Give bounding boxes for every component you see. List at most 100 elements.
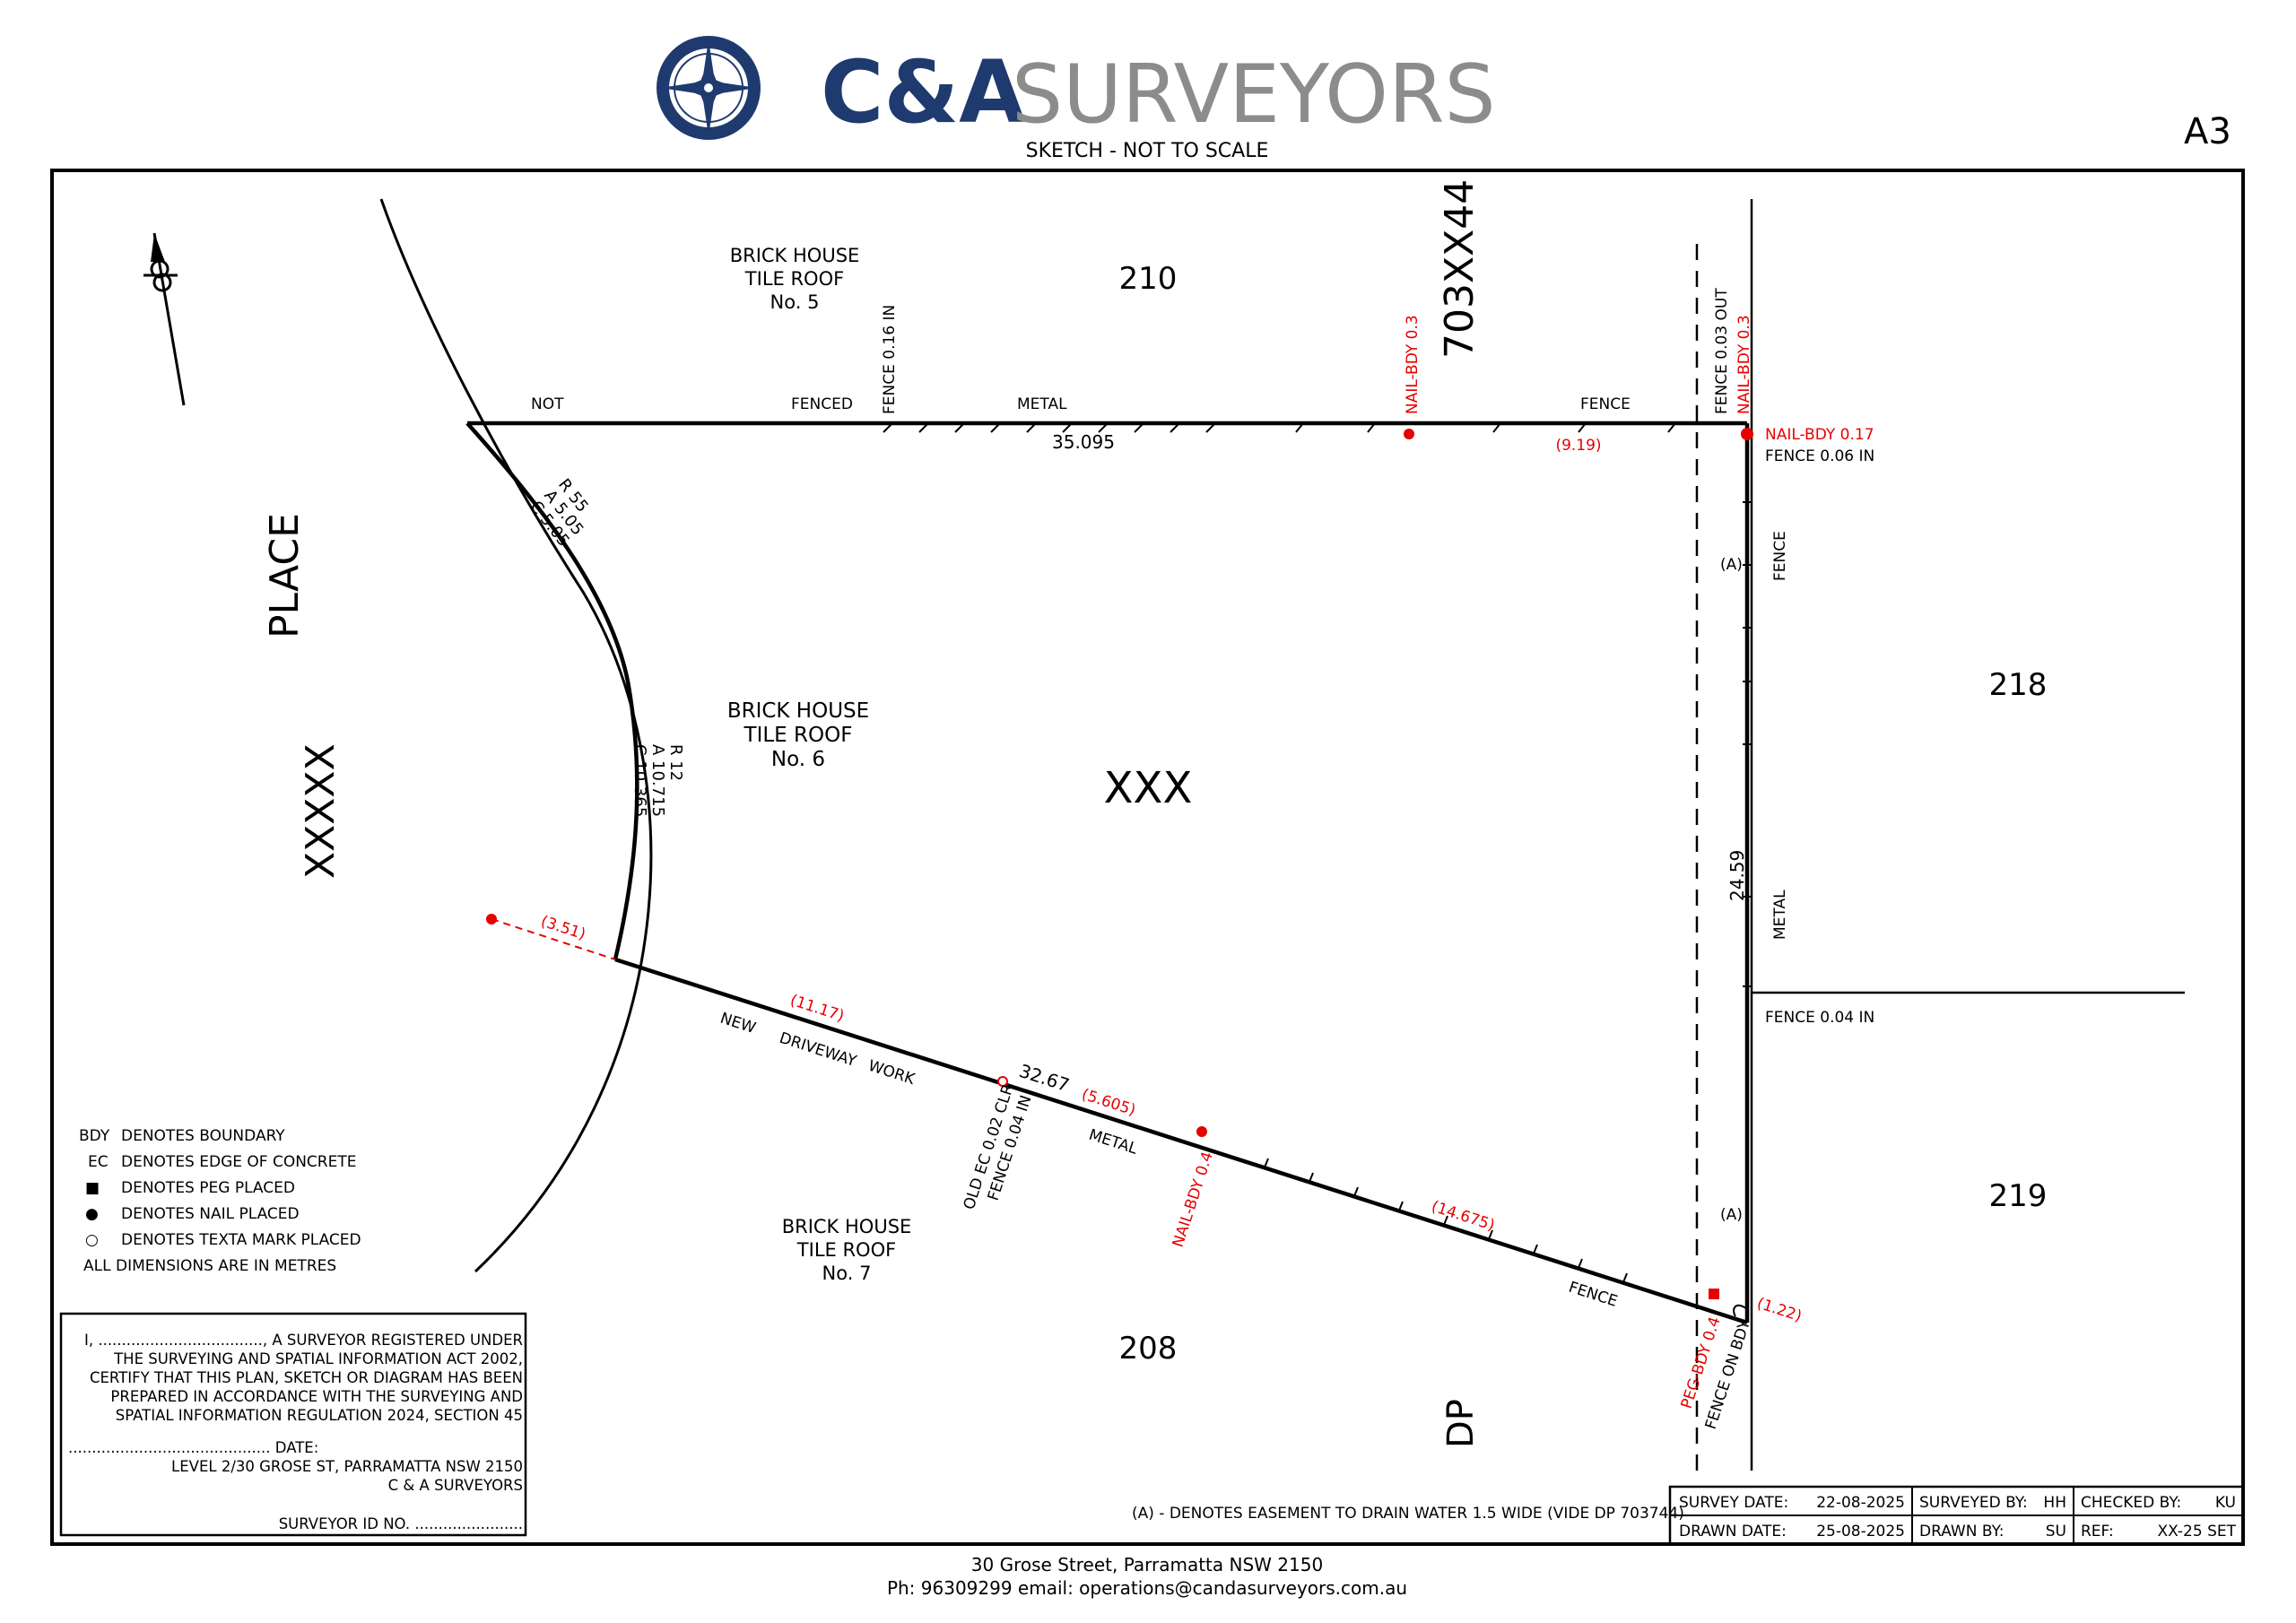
- bottom-boundary: [614, 957, 1748, 1325]
- house-6-line-3: No. 6: [771, 748, 825, 771]
- label-new: NEW: [718, 1010, 758, 1037]
- house-label-6: BRICK HOUSE TILE ROOF No. 6: [727, 699, 869, 771]
- top-distance: 35.095: [1052, 431, 1115, 453]
- sheet-size: A3: [2184, 111, 2231, 152]
- certificate-line: PREPARED IN ACCORDANCE WITH THE SURVEYIN…: [110, 1388, 523, 1405]
- label-fence-top: FENCE: [1580, 395, 1631, 413]
- lot-210: 210: [1119, 261, 1178, 297]
- house-6-line-2: TILE ROOF: [744, 724, 853, 747]
- north-arrow-icon: [144, 232, 186, 406]
- ref-label: REF:: [2081, 1523, 2114, 1541]
- compass-rose-logo: [657, 36, 761, 140]
- red-tie-3-51: (3.51): [538, 913, 587, 944]
- boundary-lines: [379, 198, 2185, 1475]
- surveyor-id-line: SURVEYOR ID NO. .......................: [279, 1515, 523, 1532]
- legend-text: DENOTES TEXTA MARK PLACED: [121, 1231, 361, 1249]
- top-boundary-labels: NOT FENCED METAL FENCE 35.095 FENCE 0.16…: [531, 288, 1731, 453]
- brand-name-bold: C&A: [821, 42, 1025, 143]
- fence-004-in: FENCE 0.04 IN: [1765, 1009, 1874, 1027]
- drawn-date: 25-08-2025: [1816, 1523, 1905, 1541]
- legend: BDY DENOTES BOUNDARY EC DENOTES EDGE OF …: [79, 1127, 361, 1275]
- surveyed-by: HH: [2043, 1494, 2066, 1512]
- survey-date: 22-08-2025: [1816, 1494, 1905, 1512]
- red-distance-9-19: (9.19): [1555, 437, 1601, 455]
- lot-xxx: XXX: [1104, 763, 1193, 813]
- easement-marker-bottom: (A): [1720, 1206, 1743, 1224]
- footer-address: 30 Grose Street, Parramatta NSW 2150: [971, 1554, 1323, 1575]
- peg-marker: [1709, 1289, 1719, 1299]
- checked-by-label: CHECKED BY:: [2081, 1494, 2181, 1512]
- house-label-5: BRICK HOUSE TILE ROOF No. 5: [730, 245, 860, 313]
- house-label-7: BRICK HOUSE TILE ROOF No. 7: [782, 1216, 912, 1284]
- nail-bdy-0-3-corner: NAIL-BDY 0.3: [1735, 315, 1753, 414]
- drawn-by: SU: [2046, 1523, 2066, 1541]
- ref-value: XX-25 SET: [2157, 1523, 2236, 1541]
- certificate-date-line: ........................................…: [68, 1439, 318, 1456]
- fence-jog: [1733, 1304, 1748, 1317]
- label-metal-right: METAL: [1771, 890, 1789, 940]
- fence-016-in: FENCE 0.16 IN: [881, 305, 899, 414]
- arc-boundary: [465, 421, 639, 960]
- survey-date-label: SURVEY DATE:: [1679, 1494, 1788, 1512]
- right-boundary-labels: FENCE METAL 24.59 (A) (A) FENCE 0.04 IN: [1720, 531, 1874, 1224]
- legend-text: DENOTES BOUNDARY: [121, 1127, 285, 1145]
- easement-marker-top: (A): [1720, 556, 1743, 574]
- surveyed-by-label: SURVEYED BY:: [1919, 1494, 2028, 1512]
- red-11-17: (11.17): [787, 992, 846, 1026]
- drawn-by-label: DRAWN BY:: [1919, 1523, 2004, 1541]
- dp-label-bottom: DP: [1440, 1399, 1482, 1448]
- brand-name-light: SURVEYORS: [1012, 48, 1496, 142]
- title-block: SURVEY DATE: 22-08-2025 SURVEYED BY: HH …: [1668, 1485, 2245, 1546]
- street-name-line2: XXXXX: [298, 743, 344, 879]
- legend-text: DENOTES PEG PLACED: [121, 1179, 295, 1197]
- certificate-line: THE SURVEYING AND SPATIAL INFORMATION AC…: [113, 1350, 523, 1367]
- nail-bdy-0-3-mid: NAIL-BDY 0.3: [1404, 315, 1422, 414]
- legend-key: BDY: [79, 1127, 110, 1145]
- certificate-line: I, ..................................., …: [84, 1332, 523, 1349]
- texta-mark: [997, 1076, 1008, 1087]
- nail-bdy-0-17: NAIL-BDY 0.17: [1765, 426, 1874, 444]
- legend-key: EC: [88, 1153, 109, 1171]
- legend-key: ○: [85, 1231, 99, 1249]
- sketch-subtitle: SKETCH - NOT TO SCALE: [1026, 140, 1269, 162]
- label-metal-top: METAL: [1017, 395, 1067, 413]
- fence-ticks-bottom: [1264, 1158, 1628, 1283]
- arc-main-r: R 12: [666, 744, 685, 781]
- fence-ticks-right: [1743, 501, 1752, 987]
- certificate-line: CERTIFY THAT THIS PLAN, SKETCH OR DIAGRA…: [90, 1369, 523, 1386]
- label-work: WORK: [865, 1057, 918, 1089]
- checked-by: KU: [2215, 1494, 2236, 1512]
- fence-003-out: FENCE 0.03 OUT: [1713, 288, 1731, 414]
- fence-ticks-top: [883, 422, 1676, 433]
- label-fenced: FENCED: [791, 395, 853, 413]
- nail-marker: [1404, 429, 1414, 439]
- lot-219: 219: [1989, 1178, 2048, 1214]
- arc-main-a: A 10.715: [648, 744, 667, 817]
- label-not: NOT: [531, 395, 564, 413]
- tie-line-3-51: [491, 918, 616, 960]
- lot-208: 208: [1119, 1331, 1178, 1367]
- arc-main-labels: R 12 A 10.715 C 10.365: [631, 744, 685, 817]
- house-7-line-1: BRICK HOUSE: [782, 1216, 912, 1237]
- red-14-675: (14.675): [1429, 1198, 1496, 1235]
- certificate-outline: [59, 1312, 527, 1537]
- legend-note: ALL DIMENSIONS ARE IN METRES: [83, 1257, 336, 1275]
- street-kerb-line: [379, 198, 653, 1273]
- certificate-line: SPATIAL INFORMATION REGULATION 2024, SEC…: [116, 1407, 523, 1424]
- certificate-box: I, ..................................., …: [59, 1312, 527, 1537]
- arc-main-c: C 10.365: [631, 744, 649, 817]
- nail-bdy-0-4: NAIL-BDY 0.4: [1170, 1150, 1217, 1249]
- fence-006-in: FENCE 0.06 IN: [1765, 447, 1874, 465]
- legend-text: DENOTES NAIL PLACED: [121, 1205, 300, 1223]
- house-7-line-2: TILE ROOF: [796, 1239, 896, 1261]
- house-5-line-1: BRICK HOUSE: [730, 245, 860, 266]
- drawing-frame: [50, 169, 2245, 1546]
- label-fence-bottom: FENCE: [1566, 1279, 1619, 1311]
- red-1-22: (1.22): [1754, 1295, 1804, 1326]
- certificate-company: C & A SURVEYORS: [388, 1477, 523, 1494]
- lot-218: 218: [1989, 667, 2048, 703]
- legend-text: DENOTES EDGE OF CONCRETE: [121, 1153, 356, 1171]
- house-5-line-3: No. 5: [770, 291, 820, 313]
- legend-key: ■: [85, 1179, 100, 1197]
